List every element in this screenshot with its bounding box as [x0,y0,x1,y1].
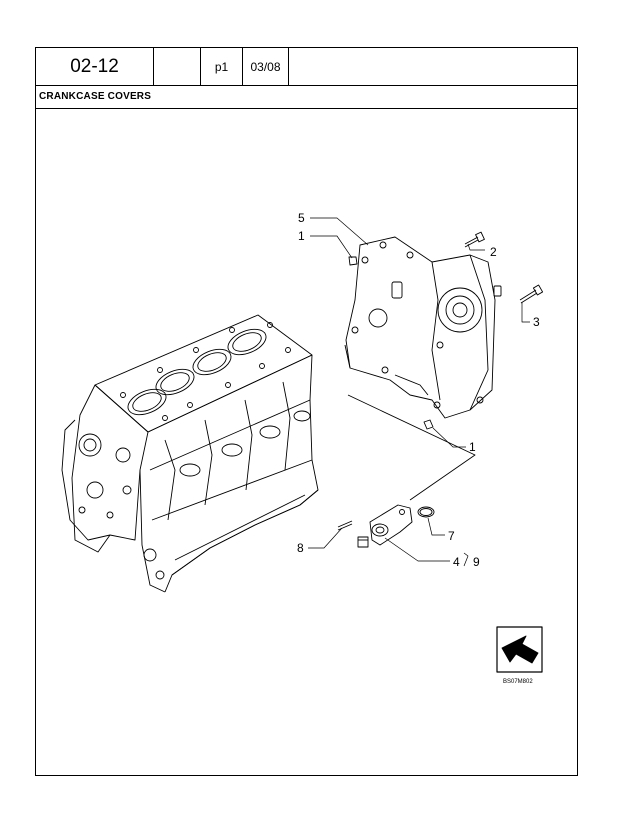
o-ring [417,506,435,518]
callout-1-lower: 1 [469,440,476,454]
assembly-lines [347,394,476,501]
sheet-frame: 02-12 p1 03/08 CRANKCASE COVERS [35,47,578,776]
title-row: CRANKCASE COVERS [36,85,577,109]
callout-7: 7 [448,529,455,543]
callout-8: 8 [297,541,304,555]
screw-8 [337,520,353,531]
callout-3: 3 [533,315,540,329]
plug [357,536,369,548]
callout-9: 9 [473,555,480,569]
callout-5: 5 [298,211,305,225]
arrow-pointer-icon [496,626,543,673]
bolt-3 [519,284,544,304]
callout-4: 4 [453,555,460,569]
date-label: 03/08 [243,48,289,85]
blank-cell [154,48,201,85]
screw-lower [423,419,434,430]
drawing-code: BS07M802 [503,679,533,685]
bolt-2 [464,231,485,248]
page-title: CRANKCASE COVERS [39,91,152,102]
screw-upper [348,256,358,266]
page-reference: 02-12 [36,48,154,85]
timing-cover [344,236,502,419]
adapter-bracket [369,504,413,546]
callout-2: 2 [490,245,497,259]
leader-lines [308,217,530,567]
engine-block [61,314,319,593]
header-row: 02-12 p1 03/08 [36,48,577,85]
part-label: p1 [201,48,243,85]
callout-1-upper: 1 [298,229,305,243]
